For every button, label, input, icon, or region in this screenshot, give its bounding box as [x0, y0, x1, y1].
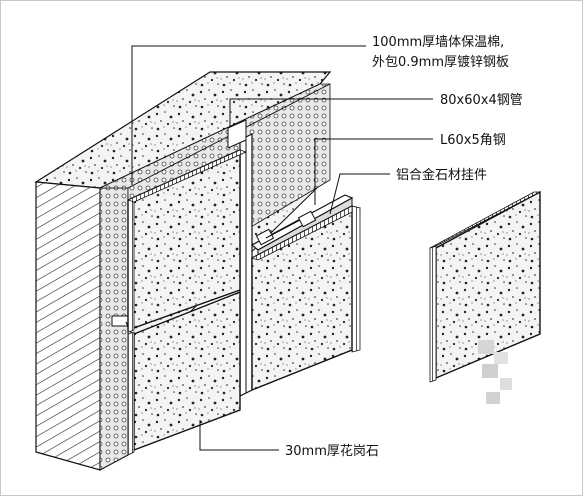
leader-lines: [131, 45, 433, 451]
label-hanger: 铝合金石材挂件: [396, 167, 487, 183]
granite-panel-right: [250, 204, 362, 392]
label-insulation-line2: 外包0.9mm厚镀锌钢板: [372, 54, 509, 70]
blurred-watermark: [478, 340, 512, 404]
granite-panel-lower-left: [127, 290, 241, 456]
label-angle-steel: L60x5角钢: [440, 133, 506, 148]
granite-panel-upper-left: [126, 148, 248, 333]
label-granite: 30mm厚花岗石: [285, 443, 379, 459]
label-steel-tube: 80x60x4钢管: [440, 93, 523, 108]
label-insulation-line1: 100mm厚墙体保温棉,: [372, 35, 504, 50]
granite-panel-detached: [429, 190, 541, 383]
